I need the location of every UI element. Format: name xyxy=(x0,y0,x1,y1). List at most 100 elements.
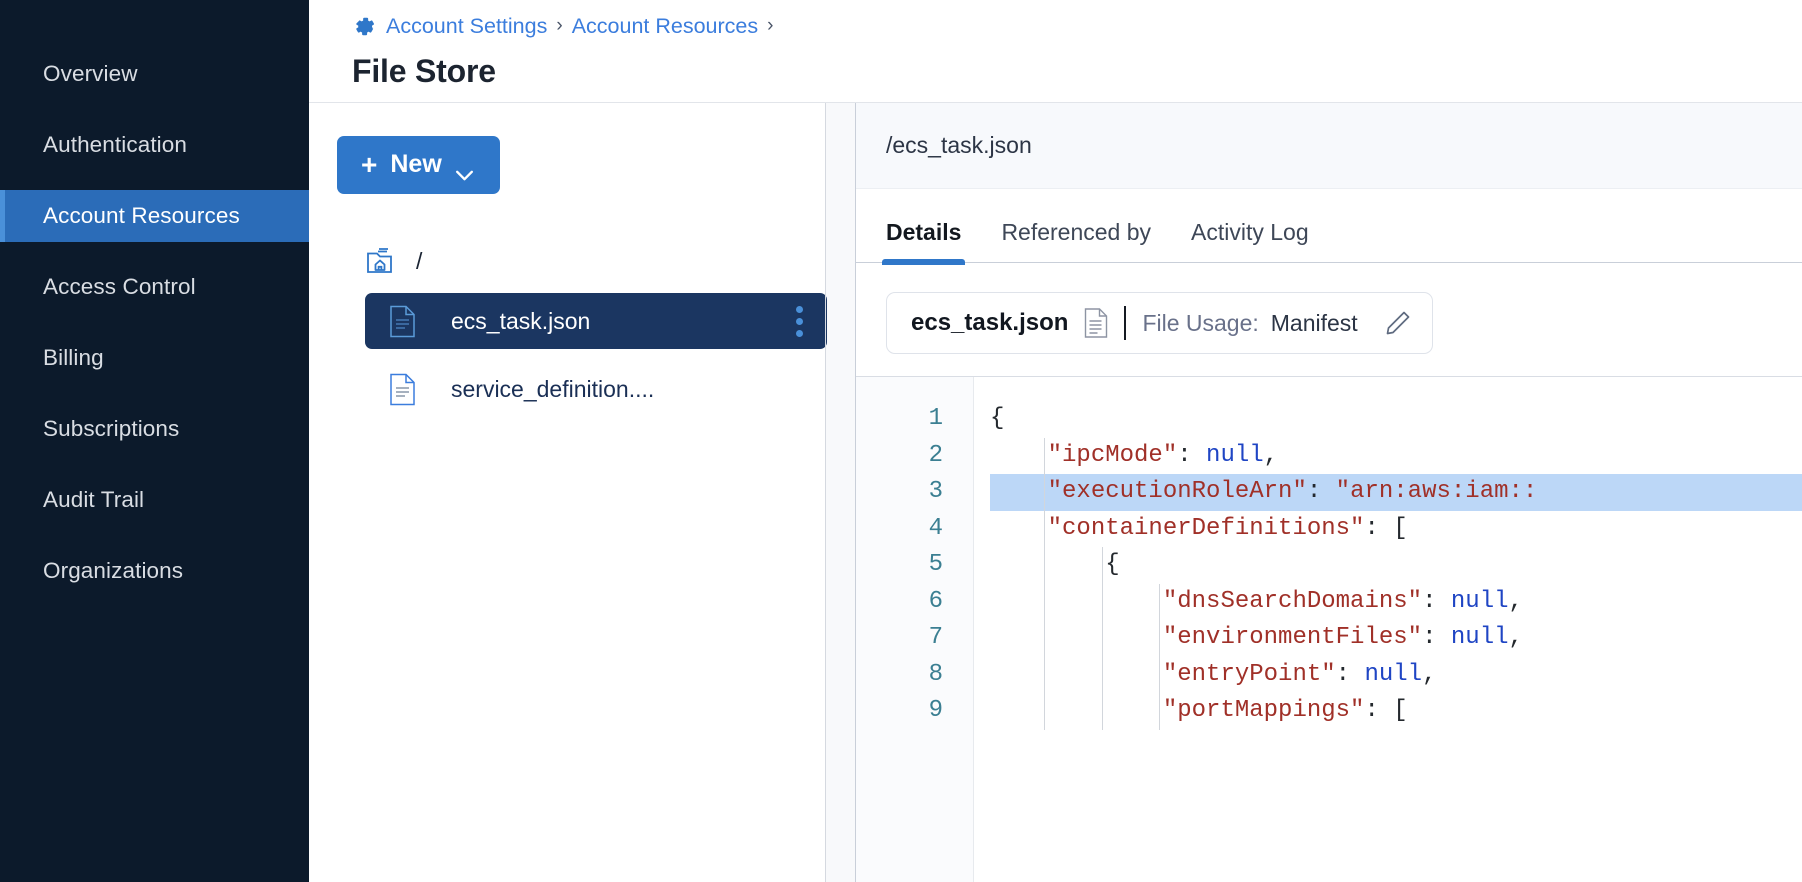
code-token: : xyxy=(1177,441,1207,469)
new-button[interactable]: + New xyxy=(337,136,500,194)
code-token: : xyxy=(1306,478,1336,505)
code-token: "arn:aws:iam:: xyxy=(1335,478,1538,505)
sidebar-item-label: Audit Trail xyxy=(43,487,145,512)
indent-guide xyxy=(1159,583,1161,730)
file-usage-chip: ecs_task.json File Usage: Manifest xyxy=(886,292,1433,354)
sidebar-item-label: Organizations xyxy=(43,558,184,583)
breadcrumb-separator: › xyxy=(556,15,563,36)
sidebar-item-account-resources[interactable]: Account Resources xyxy=(0,190,309,242)
page-title: File Store xyxy=(352,53,496,89)
tree-root-folder[interactable]: / xyxy=(365,241,825,281)
folder-home-icon xyxy=(365,246,403,276)
breadcrumb-item-account-settings[interactable]: Account Settings xyxy=(386,13,548,38)
code-token: "environmentFiles" xyxy=(1162,624,1423,651)
sidebar-item-label: Overview xyxy=(43,61,138,86)
tree-root-label: / xyxy=(416,247,423,274)
line-number: 9 xyxy=(928,697,943,724)
code-token: "containerDefinitions" xyxy=(1047,514,1365,542)
sidebar-item-authentication[interactable]: Authentication xyxy=(0,119,309,171)
file-name-label-2: service_definition.... xyxy=(451,375,655,402)
code-token: : xyxy=(1335,660,1365,688)
code-line: "dnsSearchDomains": null, xyxy=(990,584,1802,621)
code-line: "entryPoint": null, xyxy=(990,657,1802,694)
line-number: 4 xyxy=(928,514,943,542)
body-area: + New xyxy=(309,103,1802,882)
file-name-label: ecs_task.json xyxy=(451,307,591,334)
panel-gutter xyxy=(826,103,856,882)
file-usage-value: Manifest xyxy=(1270,309,1358,336)
sidebar-item-organizations[interactable]: Organizations xyxy=(0,545,309,597)
editor-code[interactable]: { "ipcMode": null, "executionRoleArn": "… xyxy=(974,377,1802,882)
content-area: Account Settings › Account Resources › F… xyxy=(309,0,1802,882)
code-token: "entryPoint" xyxy=(1162,660,1336,688)
sidebar-item-label: Authentication xyxy=(43,132,188,157)
file-tree: / ecs_task.json xyxy=(337,241,827,417)
code-line: "containerDefinitions": [ xyxy=(990,511,1802,548)
code-token: : xyxy=(1422,624,1451,651)
sidebar-item-label: Billing xyxy=(43,345,104,370)
file-json-icon-2 xyxy=(389,373,416,406)
file-tree-panel: + New xyxy=(309,103,827,882)
tab-details[interactable]: Details xyxy=(881,219,966,265)
code-line: "environmentFiles": null, xyxy=(990,620,1802,657)
code-token: , xyxy=(1508,624,1523,651)
code-line: "ipcMode": null, xyxy=(990,438,1802,475)
code-token: , xyxy=(1422,660,1437,688)
code-token: null xyxy=(1450,587,1509,615)
detail-tabs: Details Referenced by Activity Log xyxy=(856,189,1802,265)
sidebar-item-overview[interactable]: Overview xyxy=(0,48,309,100)
sidebar-item-billing[interactable]: Billing xyxy=(0,332,309,384)
line-number: 5 xyxy=(928,551,943,578)
code-token: , xyxy=(1508,587,1523,615)
code-line: "portMappings": [ xyxy=(990,693,1802,730)
code-token: "dnsSearchDomains" xyxy=(1162,587,1423,615)
plus-icon: + xyxy=(361,148,378,180)
line-number: 1 xyxy=(928,405,943,432)
sidebar-item-audit-trail[interactable]: Audit Trail xyxy=(0,474,309,526)
gear-icon xyxy=(352,14,377,39)
file-row-service-definition[interactable]: service_definition.... xyxy=(365,361,827,417)
chevron-down-icon xyxy=(455,159,474,181)
sidebar-item-label: Account Resources xyxy=(43,203,240,228)
code-token: : xyxy=(1422,587,1451,615)
tab-referenced-by[interactable]: Referenced by xyxy=(1001,219,1152,245)
code-token: "ipcMode" xyxy=(1047,441,1178,469)
code-line: { xyxy=(990,401,1802,438)
sidebar-item-access-control[interactable]: Access Control xyxy=(0,261,309,313)
file-json-icon xyxy=(389,305,416,338)
breadcrumb: Account Settings › Account Resources › xyxy=(352,6,1802,46)
detail-panel: /ecs_task.json Details Referenced by Act… xyxy=(856,103,1802,882)
breadcrumb-item-account-resources[interactable]: Account Resources xyxy=(571,13,759,38)
line-number: 7 xyxy=(928,624,943,651)
code-token: null xyxy=(1450,624,1509,651)
line-number: 6 xyxy=(928,587,943,615)
new-button-label: New xyxy=(390,150,442,178)
indent-guide xyxy=(1043,437,1045,730)
code-line: "executionRoleArn": "arn:aws:iam:: xyxy=(990,474,1802,511)
code-token: : [ xyxy=(1364,514,1408,542)
code-token: "executionRoleArn" xyxy=(1047,478,1307,505)
code-token: : [ xyxy=(1364,697,1408,724)
code-token: null xyxy=(1206,441,1264,469)
code-token: "portMappings" xyxy=(1162,697,1365,724)
breadcrumb-separator-2: › xyxy=(767,15,774,36)
kebab-menu-icon[interactable] xyxy=(790,300,809,343)
file-usage-label: File Usage: xyxy=(1142,309,1259,336)
indent-guide xyxy=(1101,547,1103,730)
code-token: null xyxy=(1364,660,1423,688)
pencil-icon[interactable] xyxy=(1384,309,1412,337)
code-line: { xyxy=(990,547,1802,584)
line-number: 3 xyxy=(928,478,943,505)
panel-splitter[interactable] xyxy=(825,103,826,882)
usage-section: ecs_task.json File Usage: Manifest xyxy=(856,263,1802,354)
file-row-ecs-task[interactable]: ecs_task.json xyxy=(365,293,827,349)
file-path-bar: /ecs_task.json xyxy=(856,103,1802,189)
sidebar-item-subscriptions[interactable]: Subscriptions xyxy=(0,403,309,455)
tab-activity-log[interactable]: Activity Log xyxy=(1191,219,1309,245)
line-number: 8 xyxy=(928,660,943,688)
chip-file-name: ecs_task.json xyxy=(911,309,1069,336)
code-token: , xyxy=(1263,441,1279,469)
